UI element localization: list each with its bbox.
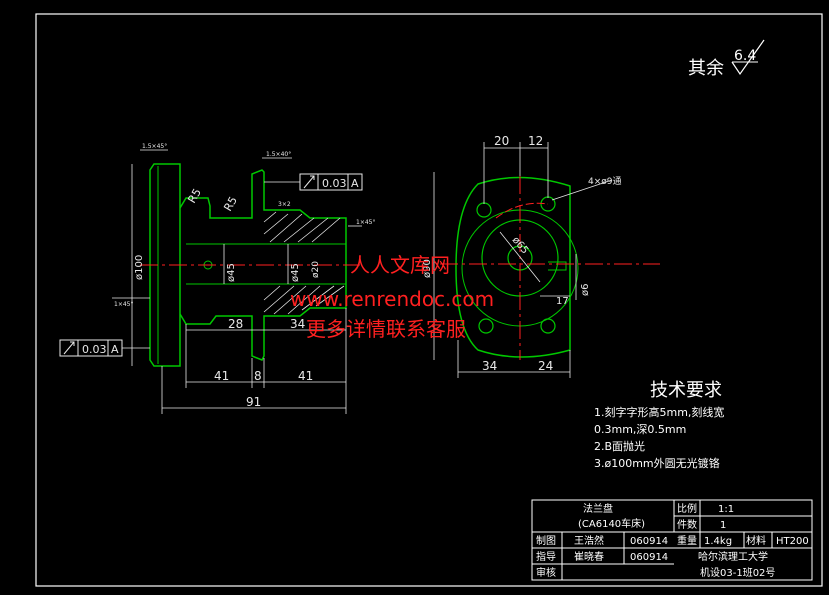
school-name: 哈尔滨理工大学 (698, 550, 768, 563)
right-end-view: 20 12 4×ø9通 ø90 ø65 ø6 17 34 24 (422, 134, 660, 378)
left-section-view: 1.5×45° 1.5×40° 1×45° 1×45° 3×2 R5 R5 ø1… (59, 143, 375, 414)
holes-note: 4×ø9通 (588, 176, 622, 187)
material-label: 材料 (746, 534, 766, 547)
bolt-hole (478, 318, 494, 334)
watermark-line-1: 人人文库网 (350, 253, 450, 277)
dim-28: 28 (228, 317, 243, 331)
tol-top-value: 0.03 (322, 177, 347, 190)
roughness-check-icon (731, 39, 765, 76)
part-name: 法兰盘 (583, 502, 613, 515)
dim-6: ø6 (580, 284, 591, 296)
tol-top-ref: A (351, 177, 359, 190)
count-value: 1 (720, 520, 726, 531)
groove-dim: 3×2 (278, 201, 291, 208)
flange-outline (149, 163, 181, 367)
dim-8: 8 (254, 369, 262, 383)
roughness-label: 其余 (688, 58, 724, 79)
drawing-frame (35, 13, 823, 587)
dim-34-right: 34 (482, 359, 497, 373)
dim-34: 34 (290, 317, 305, 331)
section-hatch (263, 211, 345, 315)
bolt-hole (540, 318, 556, 334)
weight-label: 重量 (677, 534, 697, 547)
dim-65: ø65 (510, 235, 531, 257)
dim-20: 20 (494, 134, 509, 148)
scale-value: 1:1 (718, 504, 734, 515)
dim-91: 91 (246, 395, 261, 409)
tol-left-ref: A (111, 343, 119, 356)
flange-face-outline (455, 176, 571, 358)
dim-90: ø90 (422, 259, 433, 278)
radius-1: R5 (185, 186, 204, 205)
part-code: (CA6140车床) (578, 517, 645, 530)
review-label: 审核 (536, 566, 556, 579)
drawn-name: 王浩然 (574, 534, 604, 547)
hub-outline (179, 169, 347, 361)
title-block (531, 499, 813, 581)
scale-label: 比例 (677, 502, 697, 515)
tol-left-value: 0.03 (82, 343, 107, 356)
dim-12: 12 (528, 134, 543, 148)
watermark: 人人文库网 www.renrendoc.com 更多详情联系客服 (290, 253, 494, 341)
material-value: HT200 (776, 536, 809, 547)
guide-label: 指导 (536, 550, 556, 563)
dim-24: 24 (538, 359, 553, 373)
dim-41b: 41 (298, 369, 313, 383)
class-id: 机设03-1班02号 (700, 566, 775, 579)
note-item-4: 3.ø100mm外圆无光镀铬 (594, 456, 720, 470)
watermark-line-3: 更多详情联系客服 (306, 317, 466, 341)
chamfer-top-left: 1.5×45° (142, 143, 167, 150)
tolerance-frame-top: 0.03 A (264, 173, 363, 191)
weight-value: 1.4kg (704, 536, 732, 547)
chamfer-top-mid: 1.5×40° (266, 151, 291, 158)
tolerance-frame-left: 0.03 A (59, 339, 150, 357)
guide-name: 崔晓春 (574, 550, 604, 563)
chamfer-left-bottom: 1×45° (114, 301, 133, 308)
technical-notes: 技术要求 1.刻字字形高5mm,刻线宽 0.3mm,深0.5mm 2.B面抛光 … (594, 380, 724, 470)
roughness-symbol: 其余 6.4 (688, 39, 765, 79)
notes-title: 技术要求 (650, 380, 722, 401)
dia-bore: ø20 (311, 261, 321, 278)
count-label: 件数 (677, 518, 697, 531)
dim-41a: 41 (214, 369, 229, 383)
guide-date: 060914 (630, 552, 668, 563)
dia-hub-2: ø45 (290, 263, 301, 282)
title-block-text: 法兰盘 (CA6140车床) 比例 1:1 件数 1 制图 王浩然 060914… (536, 502, 809, 579)
watermark-line-2: www.renrendoc.com (290, 287, 494, 311)
note-item-2: 0.3mm,深0.5mm (594, 423, 686, 436)
radius-2: R5 (221, 194, 240, 213)
chamfer-right: 1×45° (356, 219, 375, 226)
note-item-1: 1.刻字字形高5mm,刻线宽 (594, 405, 724, 419)
runout-arrow-icon (303, 175, 315, 189)
dim-17: 17 (556, 296, 569, 307)
roughness-value: 6.4 (734, 48, 756, 64)
note-item-3: 2.B面抛光 (594, 439, 645, 453)
drawn-date: 060914 (630, 536, 668, 547)
drawn-label: 制图 (536, 534, 556, 547)
bolt-hole (476, 202, 492, 218)
runout-arrow-icon (63, 341, 75, 355)
dia-outer: ø100 (134, 255, 145, 280)
pin-hole-boss (548, 261, 567, 271)
dia-hub-1: ø45 (226, 263, 237, 282)
